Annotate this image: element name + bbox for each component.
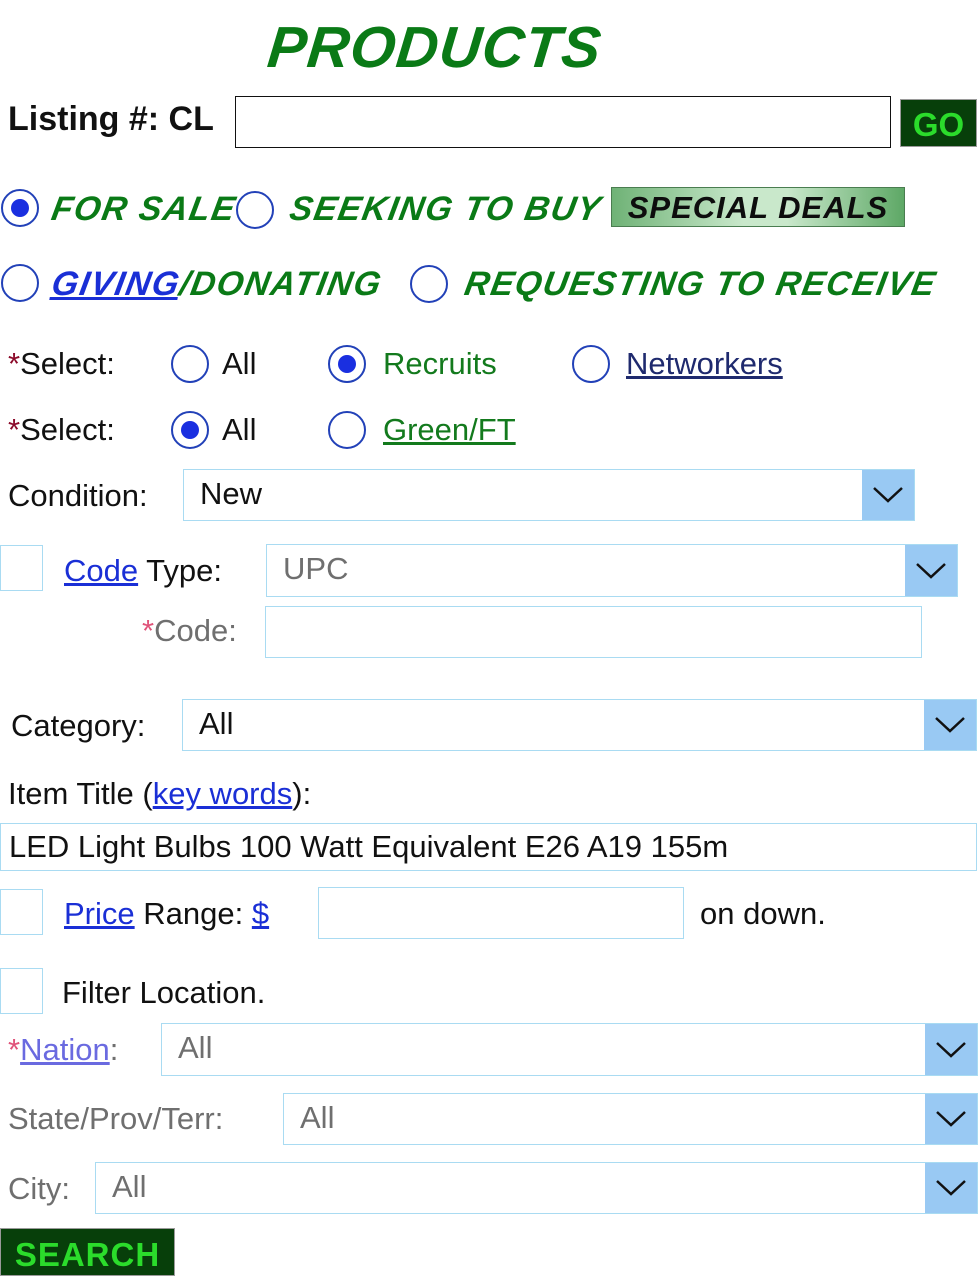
city-select[interactable]: All xyxy=(95,1162,978,1214)
category-value: All xyxy=(199,706,234,741)
select1-all-label: All xyxy=(222,346,257,381)
green-ft-link[interactable]: Green/FT xyxy=(383,412,516,447)
state-select[interactable]: All xyxy=(283,1093,978,1145)
price-input[interactable] xyxy=(318,887,684,939)
code-type-value: UPC xyxy=(283,551,349,586)
select-label-2: *Select: xyxy=(8,412,115,447)
nation-value: All xyxy=(178,1030,213,1065)
seeking-to-buy-radio[interactable] xyxy=(236,191,274,229)
city-value: All xyxy=(112,1169,147,1204)
listing-number-input[interactable] xyxy=(235,96,891,148)
chevron-down-icon xyxy=(862,470,914,520)
city-label: City: xyxy=(8,1171,70,1206)
select-label-1: *Select: xyxy=(8,346,115,381)
select1-all-radio[interactable] xyxy=(171,345,209,383)
requesting-label: REQUESTING TO RECEIVE xyxy=(461,265,940,303)
condition-label: Condition: xyxy=(8,478,148,513)
required-mark: * xyxy=(8,1032,21,1067)
dollar-link[interactable]: $ xyxy=(251,896,270,931)
code-label: *Code: xyxy=(142,613,237,648)
filter-location-checkbox[interactable] xyxy=(0,968,43,1014)
price-range-label: Price Range: $ xyxy=(64,896,270,931)
required-mark: * xyxy=(8,346,21,381)
chevron-down-icon xyxy=(924,700,976,750)
networkers-link[interactable]: Networkers xyxy=(626,346,783,381)
item-title-input[interactable]: LED Light Bulbs 100 Watt Equivalent E26 … xyxy=(0,823,977,871)
code-type-checkbox[interactable] xyxy=(0,545,43,591)
for-sale-radio[interactable] xyxy=(1,189,39,227)
recruits-label: Recruits xyxy=(383,346,497,381)
state-value: All xyxy=(300,1100,335,1135)
for-sale-label: FOR SALE xyxy=(48,190,240,228)
green-ft-radio[interactable] xyxy=(328,411,366,449)
required-mark: * xyxy=(8,412,21,447)
page-title: PRODUCTS xyxy=(264,15,605,80)
select2-all-radio[interactable] xyxy=(171,411,209,449)
nation-link[interactable]: Nation xyxy=(20,1032,110,1067)
price-link[interactable]: Price xyxy=(64,896,135,931)
giving-donating-label: GIVING/DONATING xyxy=(49,265,386,304)
chevron-down-icon xyxy=(905,545,957,596)
giving-link[interactable]: GIVING xyxy=(48,265,184,303)
networkers-radio[interactable] xyxy=(572,345,610,383)
category-label: Category: xyxy=(11,708,146,743)
giving-donating-radio[interactable] xyxy=(1,264,39,302)
donating-text: /DONATING xyxy=(176,265,386,303)
category-select[interactable]: All xyxy=(182,699,977,751)
code-type-select[interactable]: UPC xyxy=(266,544,958,597)
listing-label: Listing #: CL xyxy=(8,100,214,138)
key-words-link[interactable]: key words xyxy=(152,776,293,811)
price-range-checkbox[interactable] xyxy=(0,889,43,935)
item-title-label: Item Title (key words): xyxy=(8,776,312,811)
state-label: State/Prov/Terr: xyxy=(8,1101,224,1136)
select2-all-label: All xyxy=(222,412,257,447)
required-mark: * xyxy=(142,613,155,648)
condition-select[interactable]: New xyxy=(183,469,915,521)
go-button[interactable]: GO xyxy=(900,99,977,147)
recruits-radio[interactable] xyxy=(328,345,366,383)
special-deals-button[interactable]: SPECIAL DEALS xyxy=(611,187,905,227)
nation-label: *Nation: xyxy=(8,1032,119,1067)
requesting-radio[interactable] xyxy=(410,265,448,303)
filter-location-label: Filter Location. xyxy=(62,975,266,1010)
chevron-down-icon xyxy=(925,1163,977,1213)
condition-value: New xyxy=(200,476,263,511)
seeking-to-buy-label: SEEKING TO BUY xyxy=(286,190,605,228)
chevron-down-icon xyxy=(925,1024,977,1075)
search-button[interactable]: SEARCH xyxy=(0,1228,175,1276)
code-link[interactable]: Code xyxy=(64,553,139,588)
price-suffix: on down. xyxy=(700,896,826,931)
nation-select[interactable]: All xyxy=(161,1023,978,1076)
code-input[interactable] xyxy=(265,606,922,658)
chevron-down-icon xyxy=(925,1094,977,1144)
code-type-label: Code Type: xyxy=(64,553,222,588)
